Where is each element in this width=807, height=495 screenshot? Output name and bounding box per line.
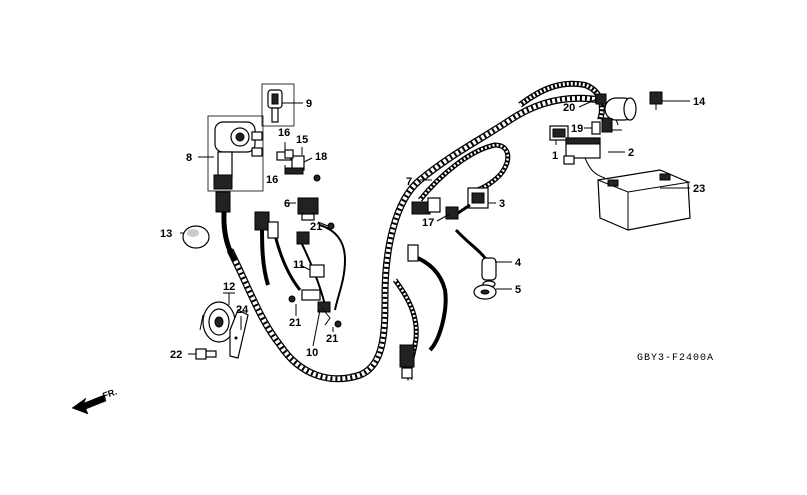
connector-19-part [591, 117, 613, 135]
callout-17: 17 [422, 217, 434, 229]
callout-11: 11 [293, 259, 305, 271]
plug-cap-part [454, 228, 497, 288]
bulb-connector-part [649, 91, 663, 110]
small-fastener-group [276, 149, 321, 182]
callout-23: 23 [693, 183, 705, 195]
lower-connector [399, 244, 419, 379]
callout-16-top: 16 [278, 127, 290, 139]
inner-harness-loop [418, 142, 511, 202]
callout-21-right: 21 [326, 333, 338, 345]
small-connector-part [445, 206, 459, 220]
left-harness-branches [221, 199, 347, 311]
regulator-part [563, 137, 606, 179]
callout-9: 9 [306, 98, 312, 110]
callout-7: 7 [406, 176, 412, 188]
callout-13: 13 [160, 228, 172, 240]
callout-5: 5 [515, 284, 521, 296]
cap-part [182, 225, 210, 249]
grommet-part [473, 284, 497, 300]
callout-15: 15 [296, 134, 308, 146]
main-wire-harness [226, 94, 601, 383]
ignition-coil-part [454, 187, 489, 217]
callout-14: 14 [693, 96, 706, 108]
leader-lines [180, 98, 690, 355]
front-direction-arrow: FR. [71, 387, 118, 415]
callout-12: 12 [223, 281, 235, 293]
callout-8: 8 [186, 152, 192, 164]
callout-2: 2 [628, 147, 634, 159]
harness-connector-7 [411, 197, 441, 215]
left-connectors [215, 191, 310, 245]
callout-numbers: 9 8 16 15 18 16 6 21 13 11 12 24 21 21 1… [160, 96, 706, 361]
key-part [261, 83, 295, 127]
callout-6: 6 [284, 198, 290, 210]
callout-10: 10 [306, 347, 318, 359]
front-direction-label: FR. [101, 387, 118, 401]
callout-24: 24 [236, 304, 249, 316]
callout-16-bottom: 16 [266, 174, 278, 186]
callout-18: 18 [315, 151, 327, 163]
ignition-switch-part [207, 115, 264, 192]
callout-20: 20 [563, 102, 575, 114]
connector-1-part [549, 125, 569, 141]
callout-4: 4 [515, 257, 522, 269]
horn-part [199, 301, 236, 343]
callout-19: 19 [571, 123, 583, 135]
battery-part [597, 169, 691, 231]
cylinder-part [604, 97, 637, 131]
callout-22: 22 [170, 349, 182, 361]
callout-1: 1 [552, 150, 558, 162]
clamp-group [288, 222, 342, 328]
upper-harness-branch [518, 80, 605, 121]
callout-21-left: 21 [289, 317, 301, 329]
callout-21-top: 21 [310, 221, 322, 233]
diagram-code: GBY3-F2400A [637, 353, 714, 364]
relay-connector-part [297, 197, 319, 221]
bolt-part [195, 348, 217, 360]
horn-bracket-part [229, 309, 249, 359]
callout-3: 3 [499, 198, 505, 210]
